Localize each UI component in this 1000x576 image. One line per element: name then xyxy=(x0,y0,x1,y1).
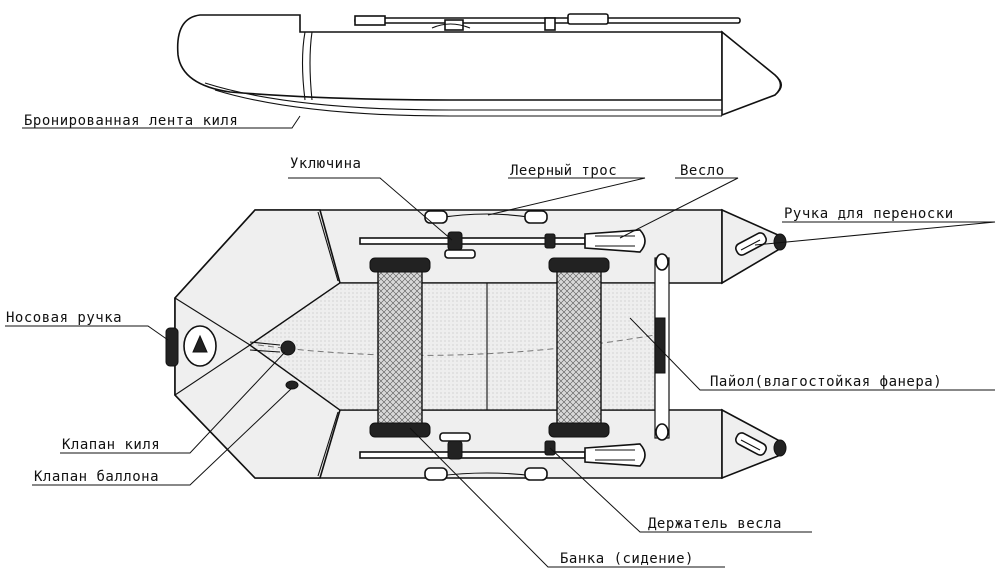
label-oar-holder: Держатель весла xyxy=(648,516,782,532)
top-view-upper-oarlock xyxy=(444,231,476,259)
label-floor: Пайол(влагостойкая фанера) xyxy=(710,374,942,390)
label-keel-valve: Клапан киля xyxy=(62,437,160,453)
label-keel-tape: Бронированная лента киля xyxy=(24,113,238,129)
top-view-lower-oarlock xyxy=(439,432,471,460)
top-view-upper-carry-handle xyxy=(735,232,767,256)
top-view-transom xyxy=(654,253,670,441)
top-view-tube-valve xyxy=(285,380,299,390)
top-view-bench-1 xyxy=(369,257,431,438)
leader-lines xyxy=(5,115,996,568)
top-view xyxy=(165,208,787,481)
label-oar: Весло xyxy=(680,163,725,179)
label-carry-handle: Ручка для переноски xyxy=(784,206,954,222)
top-view-bow-handle xyxy=(165,327,179,367)
side-view-tube xyxy=(176,14,723,101)
label-bench: Банка (сидение) xyxy=(560,551,694,567)
top-view-keel-valve xyxy=(280,340,296,356)
label-lifeline: Леерный трос xyxy=(510,163,617,179)
labels: Бронированная лента киля Уключина Леерны… xyxy=(6,113,954,567)
side-view xyxy=(176,13,783,117)
top-view-floor xyxy=(248,282,656,411)
label-tube-valve: Клапан баллона xyxy=(34,469,159,485)
label-oarlock: Уключина xyxy=(290,156,361,172)
side-view-cone xyxy=(721,30,782,117)
label-bow-handle: Носовая ручка xyxy=(6,310,122,326)
top-view-bench-2 xyxy=(548,257,610,438)
side-view-keel-tape xyxy=(204,82,722,111)
top-view-lower-oar xyxy=(359,443,646,467)
top-view-upper-oar xyxy=(359,229,646,253)
